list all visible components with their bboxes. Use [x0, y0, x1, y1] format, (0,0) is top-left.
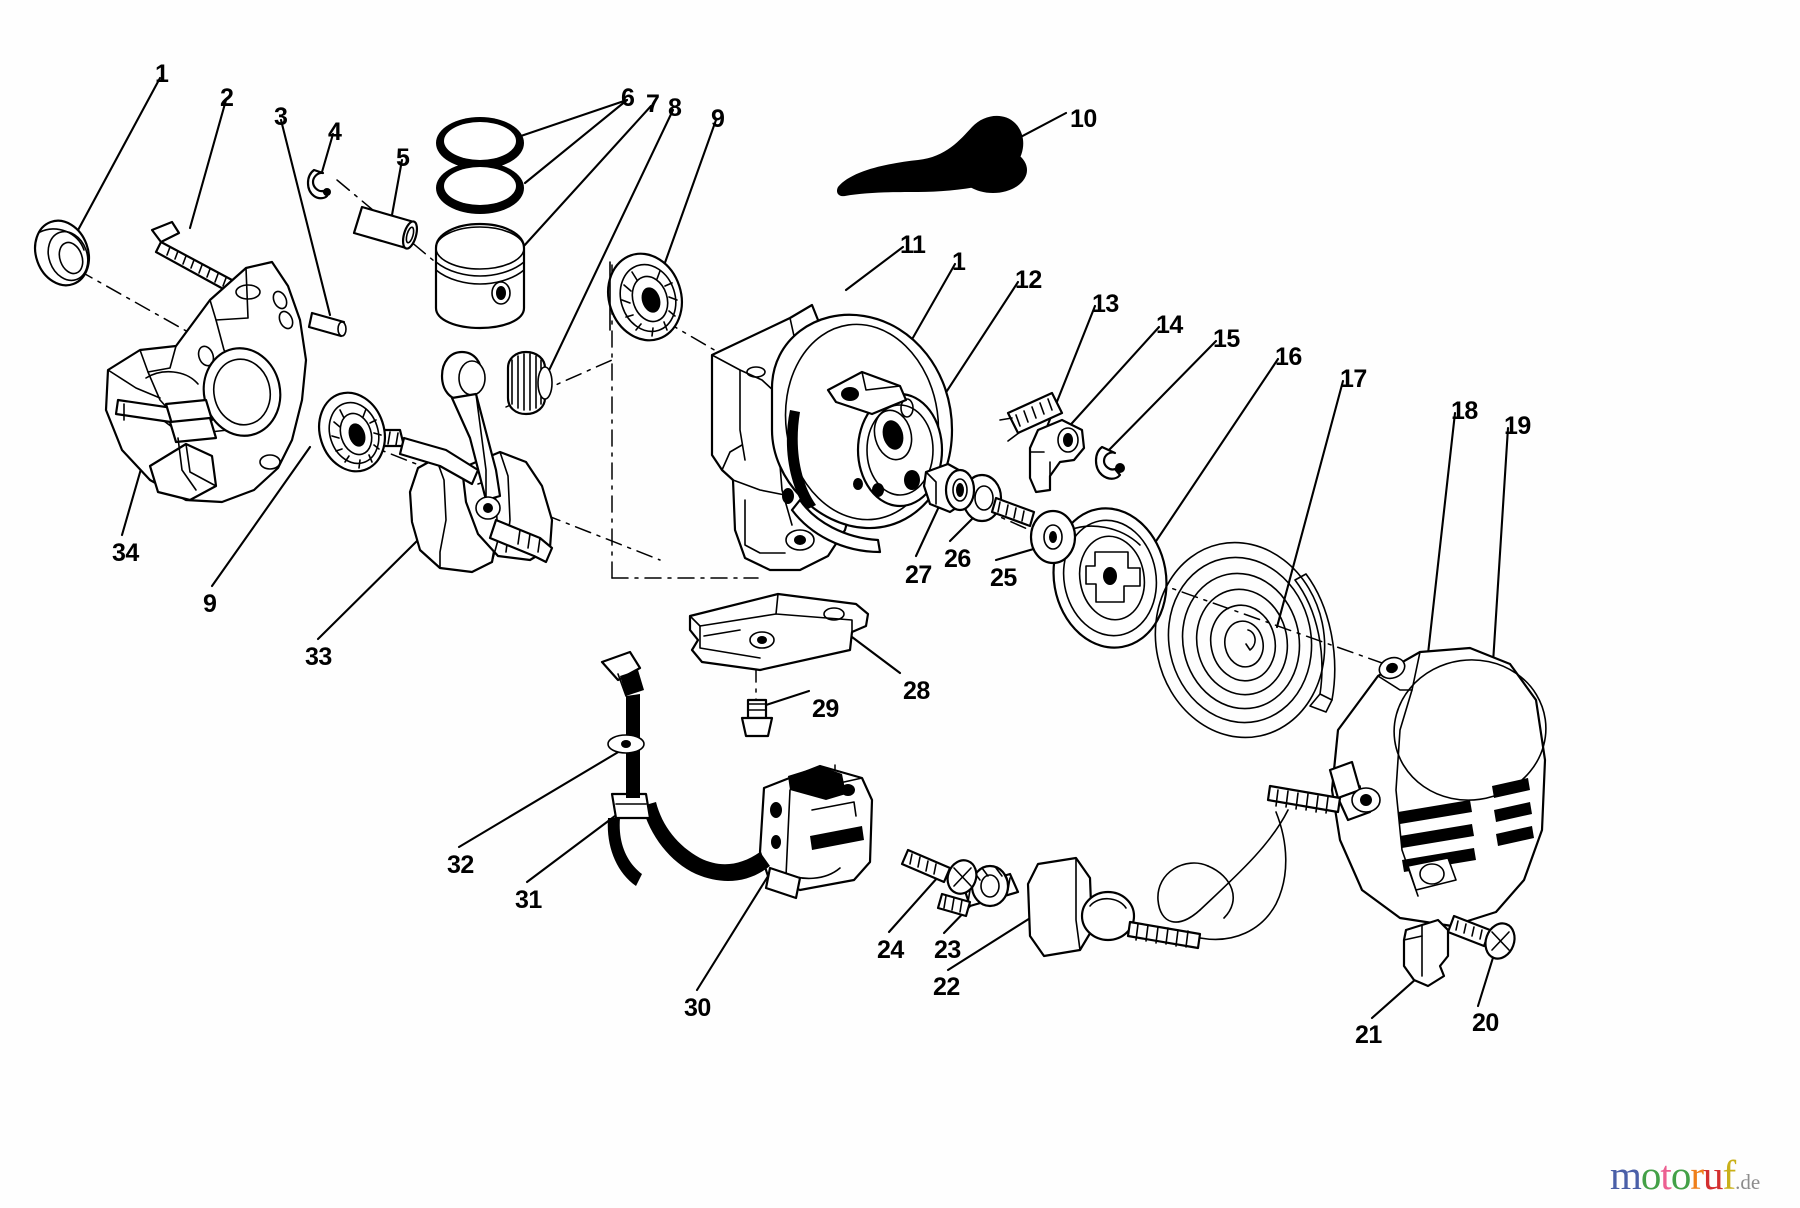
part-25-flat-washer — [1029, 509, 1077, 565]
watermark-letter-m: m — [1610, 1152, 1642, 1198]
callout-10: 10 — [1070, 105, 1097, 133]
part-21-rope-guide-insert — [1402, 918, 1450, 988]
callout-15: 15 — [1213, 325, 1240, 353]
part-24-coil-mounting-screw — [900, 848, 978, 895]
part-9a-crank-bearing-right — [607, 252, 683, 342]
callout-9-bottom: 9 — [203, 590, 217, 618]
callout-21: 21 — [1355, 1021, 1382, 1049]
callout-23: 23 — [934, 936, 961, 964]
callout-25: 25 — [990, 564, 1017, 592]
part-14-starter-pawl — [1028, 418, 1086, 494]
part-23-lock-washer — [936, 864, 1020, 918]
part-29-bracket-screw — [740, 698, 774, 738]
callout-7: 7 — [646, 90, 660, 118]
callout-17: 17 — [1340, 365, 1367, 393]
part-15-pawl-retainer-clip — [1094, 445, 1125, 480]
callout-13: 13 — [1092, 290, 1119, 318]
part-3-dowel-pin — [307, 311, 347, 338]
part-6-piston-rings — [436, 117, 524, 214]
callout-27: 27 — [905, 561, 932, 589]
part-12-flywheel-rotor — [770, 313, 954, 554]
part-32-ground-wire-lead — [600, 650, 645, 798]
part-4-piston-pin-clip — [306, 168, 331, 200]
part-13-flywheel-key-screw — [999, 391, 1064, 442]
part-5-piston-pin — [352, 205, 419, 250]
callout-24: 24 — [877, 936, 904, 964]
callout-5: 5 — [396, 144, 410, 172]
callout-1-right: 1 — [952, 248, 966, 276]
part-19-starter-rope — [1157, 809, 1289, 923]
callout-31: 31 — [515, 886, 542, 914]
callout-26: 26 — [944, 545, 971, 573]
part-16-starter-pulley — [1052, 507, 1168, 649]
watermark-letter-f: f — [1722, 1152, 1736, 1198]
motoruf-watermark: motoruf.de — [1610, 1155, 1760, 1196]
callout-14: 14 — [1156, 311, 1183, 339]
part-28-coil-bracket — [688, 592, 870, 672]
callout-2: 2 — [220, 84, 234, 112]
callout-8: 8 — [668, 94, 682, 122]
callout-1: 1 — [155, 60, 169, 88]
part-8-needle-bearing — [506, 350, 553, 416]
part-34-crankcase-cover — [104, 260, 308, 504]
part-17-recoil-spring — [1154, 541, 1336, 739]
callout-12: 12 — [1015, 266, 1042, 294]
watermark-letter-o1: o — [1640, 1152, 1661, 1198]
callout-6: 6 — [621, 84, 635, 112]
part-7-piston — [434, 222, 526, 330]
watermark-letter-o2: o — [1670, 1152, 1691, 1198]
callout-32: 32 — [447, 851, 474, 879]
callout-18: 18 — [1451, 397, 1478, 425]
part-20-housing-screw — [1446, 914, 1516, 960]
callout-9-top: 9 — [711, 105, 725, 133]
callout-11: 11 — [900, 231, 926, 259]
part-27-flywheel-nut — [922, 462, 976, 514]
callout-22: 22 — [933, 973, 960, 1001]
part-18-starter-housing — [1266, 646, 1547, 928]
callout-33: 33 — [305, 643, 332, 671]
watermark-suffix: .de — [1735, 1170, 1761, 1194]
watermark-letter-u: u — [1702, 1152, 1723, 1198]
part-30-ignition-coil — [642, 764, 874, 900]
part-1-crankshaft-seal-left — [33, 219, 91, 287]
callout-34: 34 — [112, 539, 139, 567]
callout-30: 30 — [684, 994, 711, 1022]
part-9b-crank-bearing-left — [318, 391, 386, 473]
callout-29: 29 — [812, 695, 839, 723]
callout-4: 4 — [328, 118, 342, 146]
callout-16: 16 — [1275, 343, 1302, 371]
callout-28: 28 — [903, 677, 930, 705]
part-22-starter-handle-grip — [1026, 811, 1287, 958]
watermark-letter-r: r — [1690, 1152, 1704, 1198]
callout-20: 20 — [1472, 1009, 1499, 1037]
part-33-crankshaft-assembly — [342, 350, 554, 574]
callout-3: 3 — [274, 103, 288, 131]
callout-19: 19 — [1504, 412, 1531, 440]
part-10-spark-plug-boot — [836, 115, 1027, 197]
part-31-wire-clamp — [607, 792, 652, 886]
watermark-letter-t: t — [1660, 1152, 1671, 1198]
